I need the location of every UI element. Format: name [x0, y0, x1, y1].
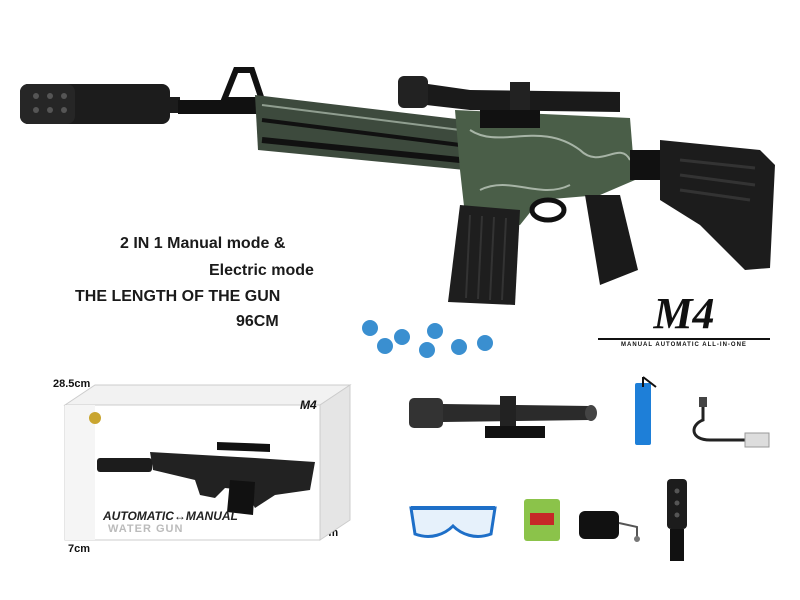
spec-line-length-label: THE LENGTH OF THE GUN — [75, 288, 281, 305]
water-beads-image — [362, 320, 493, 358]
spec-line-electric: Electric mode — [209, 262, 314, 279]
rifle-receiver — [455, 110, 635, 225]
accessory-muzzle-brake — [667, 479, 687, 561]
m4-logo: M4 MANUAL AUTOMATIC ALL-IN-ONE — [598, 292, 770, 352]
rifle-magazine — [448, 205, 520, 305]
m4-logo-title: M4 — [653, 289, 715, 338]
rifle-stock — [660, 140, 775, 270]
box-rifle-print — [97, 442, 315, 515]
rifle-suppressor — [20, 84, 180, 124]
box-slogan: AUTOMATIC↔MANUAL — [103, 509, 238, 523]
rifle-scope — [398, 76, 620, 128]
m4-logo-rule — [598, 338, 770, 340]
accessory-goggles — [409, 506, 497, 538]
box-height-label: 28.5cm — [53, 378, 91, 390]
accessory-battery — [635, 376, 657, 445]
accessory-usb-cable — [692, 397, 770, 448]
spec-line-mode: 2 IN 1 Manual mode & — [120, 235, 286, 252]
accessory-water-beads-pack — [524, 499, 560, 541]
packaging-box — [63, 384, 352, 541]
rifle-grip — [585, 195, 638, 285]
accessory-sling-strap — [579, 511, 640, 542]
box-depth-label: 7cm — [68, 543, 91, 555]
accessory-scope — [409, 396, 597, 438]
rifle-image — [20, 67, 775, 305]
box-slogan-sub: WATER GUN — [108, 523, 184, 535]
spec-line-length-value: 96CM — [236, 313, 279, 330]
box-model-label: M4 — [300, 398, 317, 412]
m4-logo-subtitle: MANUAL AUTOMATIC ALL-IN-ONE — [621, 342, 747, 348]
rifle-handguard — [255, 95, 465, 170]
